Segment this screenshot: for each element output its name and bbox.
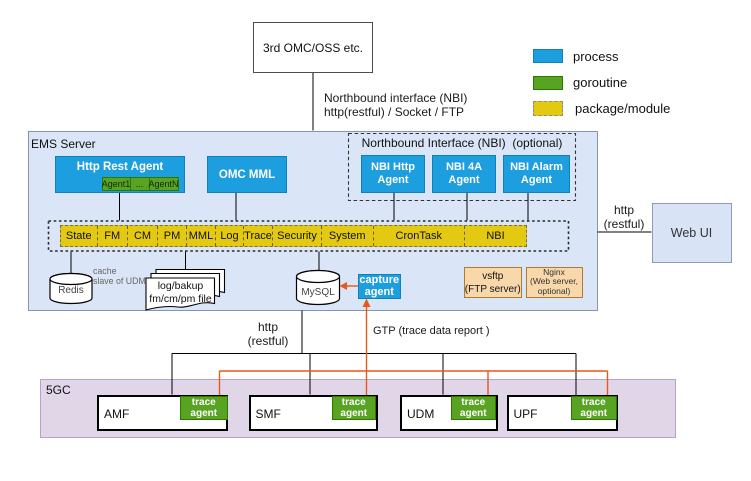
nbi-link-label-line2: http(restful) / Socket / FTP — [324, 104, 465, 119]
nbi-4a-agent-line1: NBI 4A — [445, 161, 483, 173]
upf-trace-agent-line2: agent — [580, 407, 608, 419]
nginx-line2: (Web server, — [529, 276, 579, 287]
web-ui-label: Web UI — [670, 226, 713, 240]
vsftp-box[interactable]: vsftp(FTP server) — [464, 267, 522, 298]
third-omc-oss-label: 3rd OMC/OSS etc. — [262, 40, 364, 55]
amf-label: AMF — [104, 406, 130, 421]
ems-server-label: EMS Server — [31, 137, 96, 151]
http-restful-bottom-line2: (restful) — [247, 334, 289, 348]
module-state[interactable]: State — [61, 226, 97, 246]
agentn-cell[interactable]: AgentN — [148, 176, 179, 191]
legend-item-package: package/module — [533, 100, 671, 116]
http-rest-agent-title: Http Rest Agent — [76, 161, 164, 173]
module-fm[interactable]: FM — [96, 226, 127, 246]
nbi-http-agent-line2: Agent — [377, 174, 409, 186]
nbi-alarm-agent-line2: Agent — [520, 174, 553, 186]
capture-agent-line2: agent — [364, 286, 394, 298]
module-nbi[interactable]: NBI — [464, 226, 526, 246]
upf-label: UPF — [513, 406, 538, 421]
module-security[interactable]: Security — [272, 226, 321, 246]
udm-trace-agent-line2: agent — [459, 407, 487, 419]
redis-note: cache slave of UDM — [93, 266, 146, 287]
legend-goroutine-swatch — [533, 75, 563, 90]
agent1-cell[interactable]: Agent1 — [101, 176, 131, 191]
http-restful-right-line1: http — [613, 202, 634, 217]
agent-ellipsis-cell: ... — [129, 176, 150, 191]
legend-package-swatch — [533, 100, 563, 116]
legend: process goroutine package/module — [533, 49, 670, 116]
vsftp-label: vsftp(FTP server) — [465, 270, 521, 296]
nbi-4a-agent-line2: Agent — [448, 174, 480, 186]
module-trace[interactable]: Trace — [243, 226, 272, 246]
omc-mml-label: OMC MML — [218, 168, 276, 181]
legend-process-swatch — [533, 49, 563, 63]
log-docs-label: log/bakup fm/cm/pm file — [146, 280, 215, 306]
third-omc-oss-box[interactable]: 3rd OMC/OSS etc. — [253, 22, 373, 73]
vsftp-line1: vsftp — [482, 270, 504, 282]
amf-trace-agent-line1: trace — [191, 396, 216, 408]
smf-label: SMF — [255, 406, 281, 421]
legend-item-process: process — [533, 48, 670, 64]
http-restful-right-line2: (restful) — [603, 217, 645, 231]
module-strip: State FM CM PM MML Log Trace Security Sy… — [60, 225, 527, 247]
redis-note-line1: cache — [93, 266, 117, 276]
module-crontask[interactable]: CronTask — [372, 226, 464, 246]
web-ui-box[interactable]: Web UI — [651, 203, 732, 263]
nginx-line3: optional) — [537, 286, 571, 297]
vsftp-line2: (FTP server) — [464, 283, 521, 295]
nginx-line1: Nginx — [543, 266, 565, 277]
smf-trace-agent-line1: trace — [341, 396, 366, 408]
omc-mml-box[interactable]: OMC MML — [207, 156, 287, 193]
log-docs-line2: fm/cm/pm file — [149, 293, 212, 305]
module-system[interactable]: System — [321, 226, 373, 246]
capture-agent-line1: capture — [359, 274, 400, 286]
nginx-box[interactable]: Nginx(Web server,optional) — [525, 266, 583, 298]
northbound-interface-link-label: Northbound interface (NBI) http(restful)… — [324, 91, 468, 119]
redis-note-line2: slave of UDM — [93, 275, 146, 286]
nbi-http-agent-line1: NBI Http — [371, 161, 415, 173]
nginx-label: Nginx(Web server,optional) — [529, 266, 579, 297]
module-log[interactable]: Log — [215, 226, 243, 246]
http-restful-bottom-label: http (restful) — [241, 320, 295, 349]
gtp-label: GTP (trace data report ) — [373, 324, 490, 337]
http-restful-bottom-line1: http — [257, 319, 278, 334]
legend-item-goroutine: goroutine — [533, 75, 670, 90]
udm-trace-agent-line1: trace — [461, 396, 486, 408]
module-pm[interactable]: PM — [157, 226, 186, 246]
upf-trace-agent-line1: trace — [581, 396, 606, 408]
legend-package-label: package/module — [575, 100, 671, 116]
log-docs-line1: log/bakup — [157, 280, 204, 292]
legend-goroutine-label: goroutine — [573, 75, 628, 90]
nbi-link-label-line1: Northbound interface (NBI) — [324, 91, 468, 105]
redis-label: Redis — [58, 285, 84, 296]
http-restful-right-label: http (restful) — [597, 203, 651, 232]
nbi-group-title: Northbound Interface (NBI) (optional) — [361, 136, 563, 150]
amf-trace-agent-line2: agent — [190, 407, 218, 419]
nbi-alarm-agent-line1: NBI Alarm — [510, 161, 563, 173]
smf-trace-agent-line2: agent — [340, 407, 368, 419]
module-cm[interactable]: CM — [127, 226, 157, 246]
legend-process-label: process — [573, 48, 619, 64]
5gc-label: 5GC — [46, 383, 71, 397]
udm-label: UDM — [407, 406, 435, 421]
module-mml[interactable]: MML — [186, 226, 215, 246]
http-rest-agent-goroutines: Agent1 ... AgentN — [101, 176, 179, 191]
mysql-label: MySQL — [301, 287, 335, 298]
